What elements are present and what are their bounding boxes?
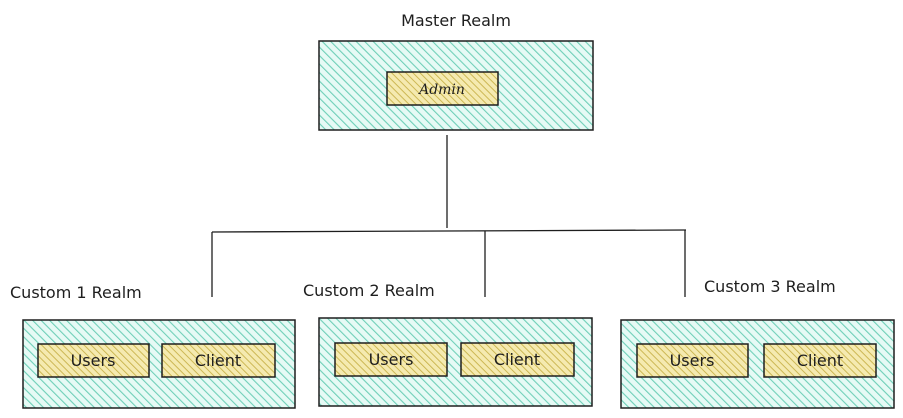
custom-1-client-label: Client [195, 351, 241, 370]
custom-1-client-item: Client [161, 343, 276, 378]
custom-3-realm-title: Custom 3 Realm [704, 277, 836, 296]
hierarchy-connectors [211, 135, 687, 297]
custom-1-users-item: Users [37, 343, 150, 378]
custom-3-users-item: Users [636, 343, 749, 378]
custom-3-client-item: Client [763, 343, 877, 378]
custom-1-realm-title: Custom 1 Realm [10, 283, 142, 302]
custom-1-users-label: Users [71, 351, 116, 370]
master-realm-box: Admin [318, 40, 594, 131]
master-realm-title: Master Realm [401, 11, 511, 30]
custom-3-realm-box: Users Client [620, 319, 895, 409]
custom-2-users-label: Users [369, 350, 414, 369]
branch-bar [211, 229, 687, 233]
custom-3-users-label: Users [670, 351, 715, 370]
custom-1-realm-box: Users Client [22, 319, 296, 409]
custom-2-client-label: Client [494, 350, 540, 369]
custom-3-client-label: Client [797, 351, 843, 370]
custom-2-realm-box: Users Client [318, 317, 593, 407]
custom-2-client-item: Client [460, 342, 575, 377]
admin-item-label: Admin [417, 82, 465, 98]
admin-item: Admin [386, 71, 499, 106]
custom-2-realm-title: Custom 2 Realm [303, 281, 435, 300]
custom-2-users-item: Users [334, 342, 448, 377]
